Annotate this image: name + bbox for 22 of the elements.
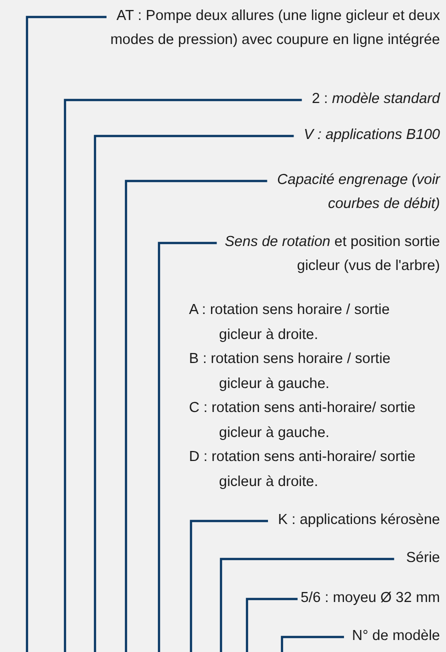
option-description: D : rotation sens anti-horaire/ sortie gicleur à droite. — [189, 448, 416, 492]
leader-line — [280, 636, 344, 652]
leader-line — [246, 598, 298, 652]
code-description: Série — [340, 547, 440, 570]
code-description: K : applications kérosène — [200, 509, 440, 532]
code-description: Capacité engrenage (voir courbes de débit) — [265, 169, 440, 216]
code-description: 5/6 : moyeu Ø 32 mm — [240, 587, 440, 610]
code-description: 2 : modèle standard — [240, 88, 440, 112]
code-description: Sens de rotation et position sortie gicleur (vus de l'arbre) — [205, 231, 440, 278]
leader-line — [220, 558, 394, 652]
leader-line — [124, 180, 268, 652]
leader-line — [64, 98, 302, 652]
option-description: B : rotation sens horaire / sortie gicleur à gauche. — [189, 350, 392, 394]
option-description: C : rotation sens anti-horaire/ sortie gicleur à gauche. — [189, 399, 416, 442]
code-description: V : applications B100 — [240, 124, 440, 148]
leader-line — [26, 16, 107, 652]
code-description: N° de modèle — [310, 625, 440, 648]
option-description: A : rotation sens horaire / sortie gicleur à droite. — [189, 301, 391, 344]
leader-line — [94, 134, 294, 652]
leader-line — [190, 520, 268, 652]
code-description: AT : Pompe deux allures (une ligne gicleur et deux modes de pression) avec coupure en ligne intégrée — [70, 5, 440, 52]
leader-line — [158, 242, 217, 652]
